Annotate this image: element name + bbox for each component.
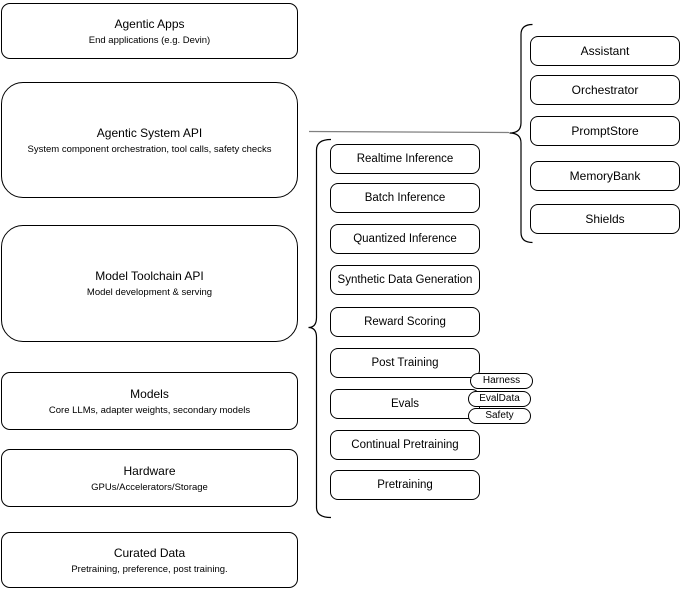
connector-line — [308, 130, 510, 134]
node-subtitle: GPUs/Accelerators/Storage — [91, 481, 208, 493]
node-label: Reward Scoring — [364, 316, 446, 328]
node-subtitle: Core LLMs, adapter weights, secondary mo… — [48, 404, 251, 416]
node-subtitle: End applications (e.g. Devin) — [88, 34, 211, 46]
tag-harness: Harness — [470, 373, 533, 389]
tag-label: Harness — [482, 375, 521, 386]
node-subtitle: Model development & serving — [86, 287, 213, 298]
node-label: Evals — [390, 398, 420, 410]
node-synthetic-data-generation: Synthetic Data Generation — [330, 265, 480, 295]
node-quantized-inference: Quantized Inference — [330, 224, 480, 254]
node-model-toolchain-api: Model Toolchain API Model development & … — [1, 225, 298, 342]
node-label: Synthetic Data Generation — [337, 274, 473, 286]
node-pretraining: Pretraining — [330, 470, 480, 500]
node-label: MemoryBank — [569, 169, 641, 183]
node-continual-pretraining: Continual Pretraining — [330, 430, 480, 460]
node-title: Agentic Apps — [114, 16, 185, 31]
node-label: Continual Pretraining — [351, 439, 459, 451]
tag-label: Safety — [485, 410, 514, 421]
node-label: Pretraining — [377, 479, 433, 491]
node-label: Post Training — [371, 357, 439, 369]
node-memorybank: MemoryBank — [530, 161, 680, 191]
node-batch-inference: Batch Inference — [330, 183, 480, 213]
node-agentic-apps: Agentic Apps End applications (e.g. Devi… — [1, 3, 298, 59]
node-reward-scoring: Reward Scoring — [330, 307, 480, 337]
node-subtitle: Pretraining, preference, post training. — [71, 563, 228, 575]
node-orchestrator: Orchestrator — [530, 75, 680, 105]
tag-evaldata: EvalData — [468, 391, 531, 407]
node-subtitle: System component orchestration, tool cal… — [27, 143, 272, 155]
bracket-system-components — [509, 23, 533, 244]
node-models: Models Core LLMs, adapter weights, secon… — [1, 372, 298, 430]
node-title: Curated Data — [113, 545, 186, 560]
node-title: Agentic System API — [96, 125, 203, 140]
node-title: Model Toolchain API — [95, 269, 204, 283]
node-label: Orchestrator — [571, 83, 639, 97]
node-title: Models — [130, 386, 169, 401]
node-label: PromptStore — [571, 124, 639, 138]
bracket-toolchain — [308, 138, 332, 519]
node-realtime-inference: Realtime Inference — [330, 144, 480, 174]
node-title: Hardware — [123, 463, 176, 478]
node-label: Batch Inference — [364, 192, 446, 204]
tag-safety: Safety — [468, 408, 531, 424]
tag-label: EvalData — [479, 393, 520, 404]
node-label: Realtime Inference — [356, 153, 454, 165]
node-evals: Evals — [330, 389, 480, 419]
node-hardware: Hardware GPUs/Accelerators/Storage — [1, 449, 298, 507]
node-label: Assistant — [580, 44, 630, 58]
node-curated-data: Curated Data Pretraining, preference, po… — [1, 532, 298, 588]
node-label: Quantized Inference — [353, 233, 457, 245]
node-promptstore: PromptStore — [530, 116, 680, 146]
node-assistant: Assistant — [530, 36, 680, 66]
node-post-training: Post Training — [330, 348, 480, 378]
node-shields: Shields — [530, 204, 680, 234]
node-label: Shields — [585, 212, 625, 226]
node-agentic-system-api: Agentic System API System component orch… — [1, 82, 298, 198]
